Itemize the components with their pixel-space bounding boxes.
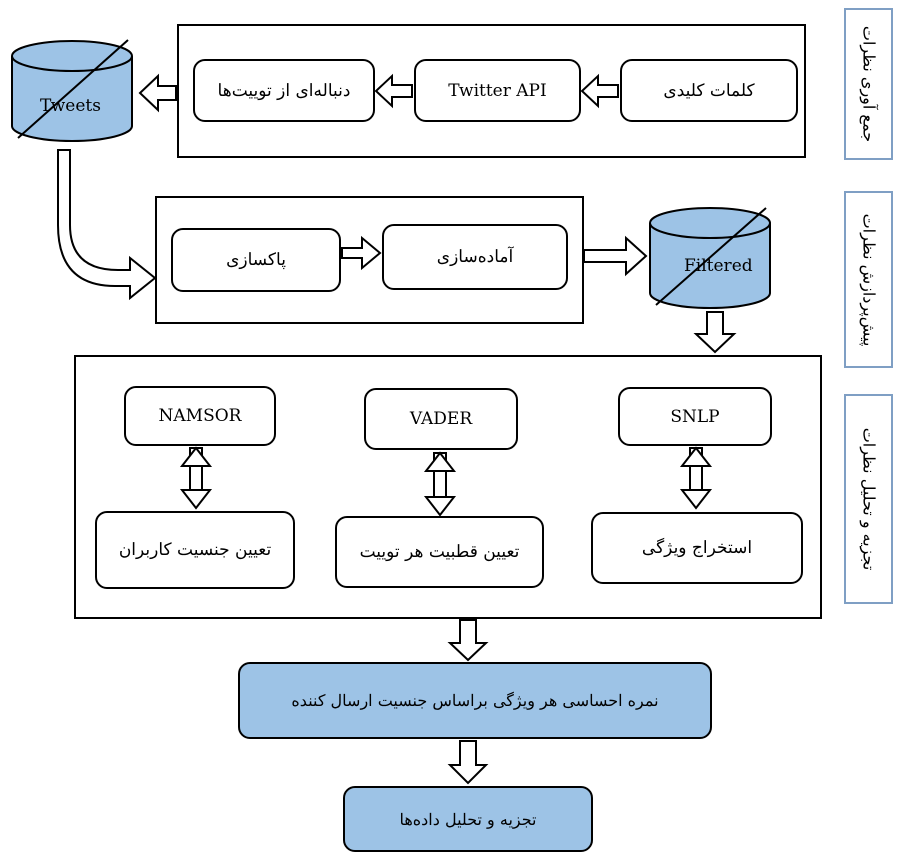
keywords-box: کلمات کلیدی bbox=[620, 59, 798, 122]
stage-collect: جمع آوری نظرات bbox=[844, 8, 893, 160]
filtered-database-label: Filtered bbox=[684, 256, 753, 276]
stage-collect-label: جمع آوری نظرات bbox=[859, 25, 878, 143]
arrow-cleaning-to-preparation bbox=[341, 235, 382, 271]
arrow-to-tweets bbox=[138, 73, 177, 113]
stage-preprocess-label: پیش‌پردازش نظرات bbox=[859, 213, 878, 346]
arrow-score-to-data-analysis bbox=[447, 740, 489, 785]
tweet-stream-box: دنباله‌ای از توییت‌ها bbox=[193, 59, 375, 122]
preparation-box: آماده‌سازی bbox=[382, 224, 568, 290]
vader-box: VADER bbox=[364, 388, 518, 450]
double-arrow-namsor bbox=[179, 446, 213, 510]
twitter-api-box: Twitter API bbox=[414, 59, 581, 122]
arrow-keywords-to-api bbox=[580, 73, 619, 109]
tweets-database-label: Tweets bbox=[40, 96, 101, 116]
snlp-box: SNLP bbox=[618, 387, 772, 446]
sentiment-score-box: نمره احساسی هر ویژگی براساس جنسیت ارسال … bbox=[238, 662, 712, 739]
arrow-to-filtered bbox=[583, 235, 648, 277]
gender-box: تعیین جنسیت کاربران bbox=[95, 511, 295, 589]
stage-analysis: تجزیه و تحلیل نظرات bbox=[844, 394, 893, 604]
double-arrow-snlp bbox=[679, 446, 713, 510]
collection-frame bbox=[177, 24, 806, 158]
arrow-api-to-stream bbox=[374, 73, 413, 109]
feature-extraction-box: استخراج ویژگی bbox=[591, 512, 803, 584]
preprocessing-frame bbox=[155, 196, 584, 324]
data-analysis-box: تجزیه و تحلیل داده‌ها bbox=[343, 786, 593, 852]
cleaning-box: پاکسازی bbox=[171, 228, 341, 292]
tweets-database-icon bbox=[11, 39, 133, 142]
arrow-analysis-to-score bbox=[447, 619, 489, 662]
stage-preprocess: پیش‌پردازش نظرات bbox=[844, 191, 893, 368]
analysis-frame bbox=[74, 355, 822, 619]
namsor-box: NAMSOR bbox=[124, 386, 276, 446]
filtered-database-icon bbox=[649, 207, 771, 309]
polarity-box: تعیین قطبیت هر توییت bbox=[335, 516, 544, 588]
arrow-tweets-to-preprocess bbox=[57, 149, 157, 301]
arrow-filtered-to-analysis bbox=[693, 311, 737, 354]
stage-analysis-label: تجزیه و تحلیل نظرات bbox=[859, 427, 878, 571]
double-arrow-vader bbox=[423, 451, 457, 517]
